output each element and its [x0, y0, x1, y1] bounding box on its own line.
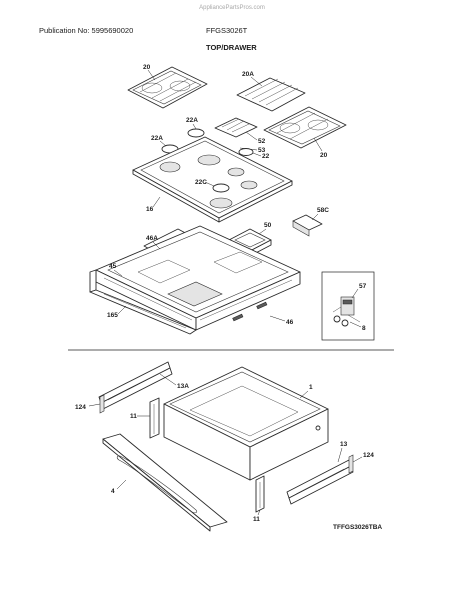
callout-22a-top: 22A: [186, 117, 198, 124]
callout-1: 1: [309, 384, 313, 391]
bracket-right[interactable]: [348, 454, 354, 474]
drawer-front[interactable]: [102, 433, 228, 532]
callout-16: 16: [146, 206, 154, 213]
callout-58c: 58C: [317, 207, 329, 214]
callout-165: 165: [107, 312, 118, 319]
drawer-clip-upper[interactable]: [149, 397, 160, 439]
callout-20-right: 20: [320, 152, 328, 159]
callout-4: 4: [111, 488, 115, 495]
side-rail[interactable]: [89, 269, 197, 335]
cooktop-main-top[interactable]: [132, 136, 293, 223]
callout-20-left: 20: [143, 64, 151, 71]
drawer-slide-left[interactable]: [98, 361, 173, 410]
callout-22a-left: 22A: [151, 135, 163, 142]
callout-52: 52: [258, 138, 266, 145]
source-watermark: AppliancePartsPros.com: [199, 5, 265, 11]
knob-trim-bar[interactable]: [214, 117, 258, 138]
callout-53: 53: [258, 147, 266, 154]
callout-22: 22: [262, 153, 270, 160]
grate-right[interactable]: [263, 106, 347, 149]
callout-124-left: 124: [75, 404, 86, 411]
gas-valve[interactable]: [332, 296, 361, 327]
burner-22[interactable]: [238, 148, 254, 156]
callout-13: 13: [340, 441, 348, 448]
callout-13a: 13A: [177, 383, 189, 390]
section-title: TOP/DRAWER: [206, 43, 257, 52]
model-number: FFGS3026T: [206, 26, 248, 35]
callout-20a: 20A: [242, 71, 254, 78]
drawer-slide-right[interactable]: [286, 459, 354, 505]
callout-22c: 22C: [195, 179, 207, 186]
main-top-panel[interactable]: [95, 225, 301, 331]
callout-11-lower: 11: [253, 516, 260, 523]
callout-46a: 46A: [146, 235, 158, 242]
figure-code-text: TFFGS3026TBA: [333, 524, 382, 531]
publication-number: Publication No: 5995690020: [39, 26, 133, 35]
bracket-left[interactable]: [99, 394, 105, 414]
callout-8: 8: [362, 325, 366, 332]
callout-50: 50: [264, 222, 272, 229]
grate-left[interactable]: [127, 66, 208, 109]
drawer-clip-lower[interactable]: [255, 475, 265, 513]
grate-center[interactable]: [236, 77, 306, 112]
drawer-box[interactable]: [163, 366, 329, 481]
callout-57: 57: [359, 283, 367, 290]
burner-cap-22a-top[interactable]: [187, 128, 205, 138]
callout-124-right: 124: [363, 452, 374, 459]
callout-11-upper: 11: [130, 413, 137, 420]
callout-46: 46: [286, 319, 294, 326]
callout-45: 45: [109, 263, 117, 270]
vent-trim[interactable]: [292, 214, 323, 237]
